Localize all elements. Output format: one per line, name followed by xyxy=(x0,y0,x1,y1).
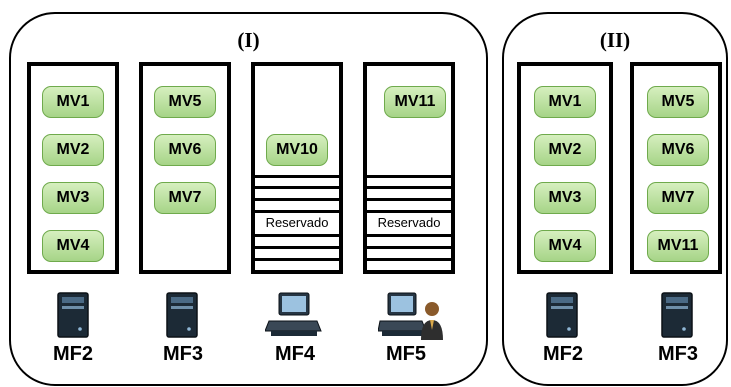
reserved-slot xyxy=(367,237,451,249)
machine-column-mf3: MV5 MV6 MV7 xyxy=(139,62,231,274)
vm-box: MV11 xyxy=(384,86,446,118)
machine-label-mf3: MF3 xyxy=(658,343,698,365)
vm-box: MV1 xyxy=(534,86,596,118)
desktop-computer-icon xyxy=(378,292,427,336)
vm-box: MV6 xyxy=(647,134,709,166)
machine-label-mf3: MF3 xyxy=(163,343,203,365)
vm-box: MV2 xyxy=(534,134,596,166)
reserved-slot xyxy=(367,175,451,189)
server-tower-icon xyxy=(546,292,578,338)
user-person-icon xyxy=(421,302,443,340)
machine-column-mf2: MV1 MV2 MV3 MV4 xyxy=(27,62,119,274)
machine-label-mf2: MF2 xyxy=(543,343,583,365)
vm-box: MV10 xyxy=(266,134,328,166)
machine-label-mf4: MF4 xyxy=(275,343,315,365)
panel-title: (II) xyxy=(599,28,631,52)
panel-title: (I) xyxy=(237,28,260,52)
reserved-slot xyxy=(255,237,339,249)
vm-box: MV7 xyxy=(154,182,216,214)
reserved-label: Reservado xyxy=(367,215,451,231)
machine-column-mf4: MV10 Reservado xyxy=(251,62,343,274)
machine-label-mf5: MF5 xyxy=(386,343,426,365)
reserved-slot xyxy=(255,225,339,237)
reserved-slot xyxy=(367,225,451,237)
vm-box: MV7 xyxy=(647,182,709,214)
vm-box: MV3 xyxy=(42,182,104,214)
vm-box: MV4 xyxy=(42,230,104,262)
vm-box: MV2 xyxy=(42,134,104,166)
reserved-slot xyxy=(367,201,451,213)
vm-box: MV3 xyxy=(534,182,596,214)
vm-box: MV4 xyxy=(534,230,596,262)
machine-column-mf3: MV5 MV6 MV7 MV11 xyxy=(630,62,722,274)
server-tower-icon xyxy=(661,292,693,338)
reserved-slot xyxy=(367,249,451,261)
machine-column-mf5: MV11 Reservado xyxy=(363,62,455,274)
reserved-slot xyxy=(367,189,451,201)
desktop-computer-icon xyxy=(265,292,322,336)
machine-label-mf2: MF2 xyxy=(53,343,93,365)
vm-box: MV11 xyxy=(647,230,709,262)
reserved-slot xyxy=(255,201,339,213)
reserved-slot xyxy=(255,249,339,261)
vm-box: MV6 xyxy=(154,134,216,166)
vm-box: MV5 xyxy=(154,86,216,118)
machine-column-mf2: MV1 MV2 MV3 MV4 xyxy=(517,62,613,274)
server-tower-icon xyxy=(166,292,198,338)
reserved-slot xyxy=(255,175,339,189)
reserved-slot xyxy=(255,189,339,201)
server-tower-icon xyxy=(57,292,89,338)
vm-box: MV1 xyxy=(42,86,104,118)
vm-box: MV5 xyxy=(647,86,709,118)
reserved-label: Reservado xyxy=(255,215,339,231)
